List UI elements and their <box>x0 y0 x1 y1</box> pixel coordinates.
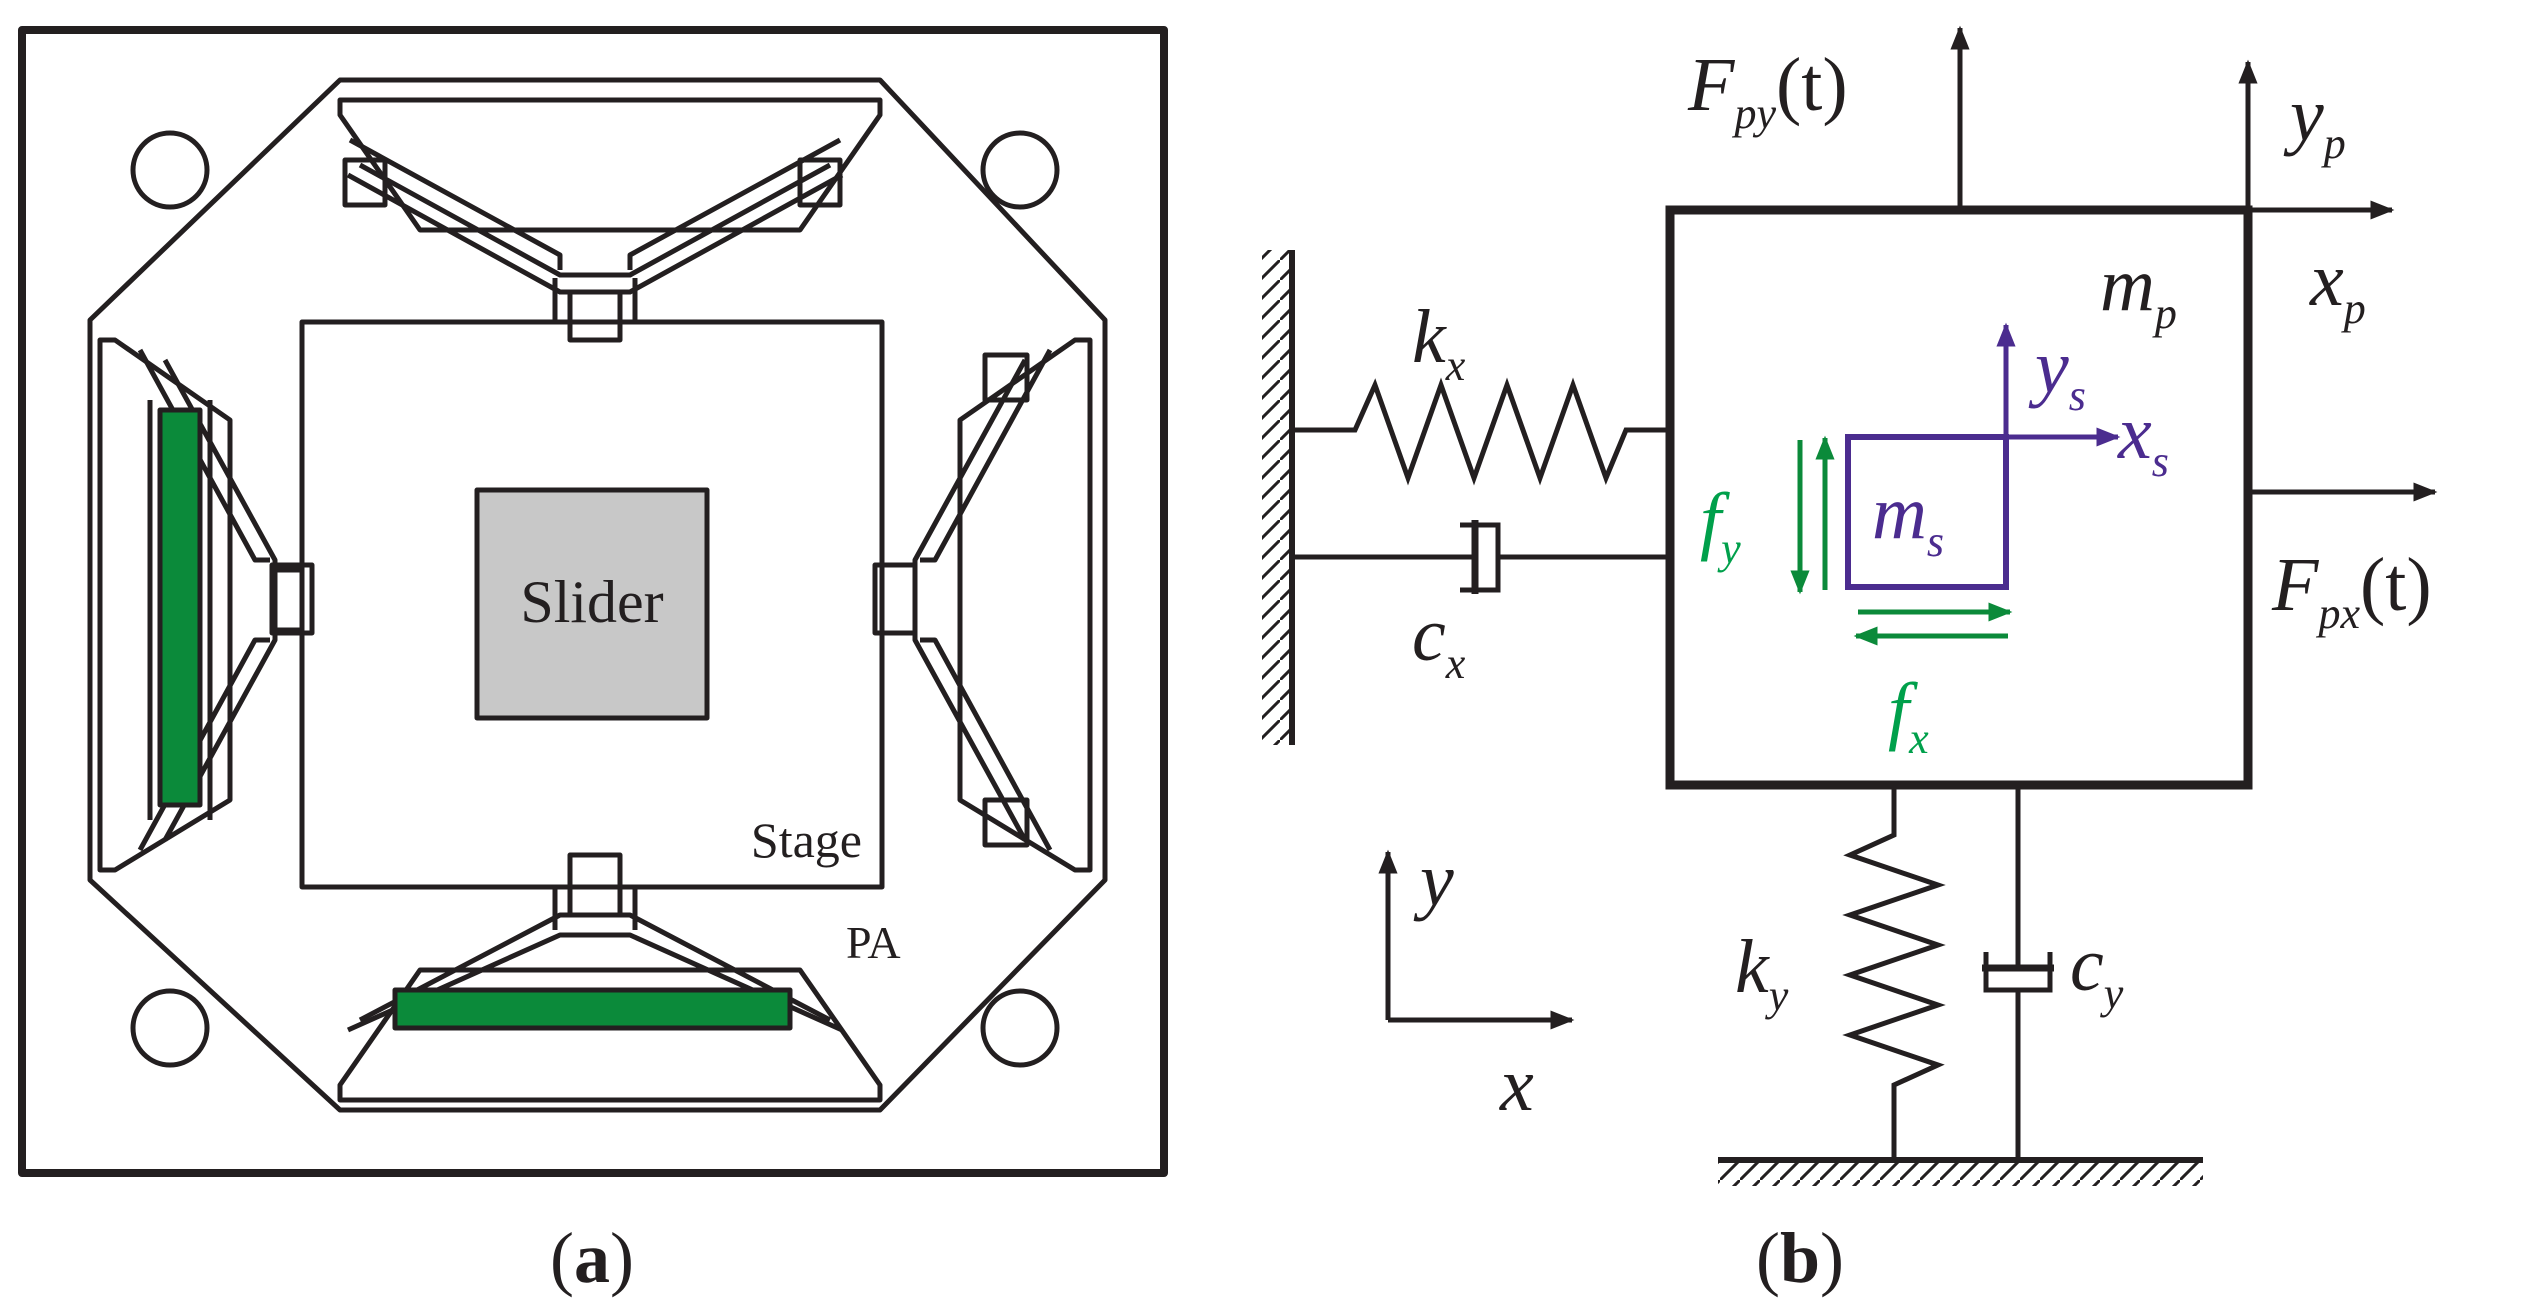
left-displacement-amplifier <box>97 337 315 873</box>
cx-label: cx <box>1412 593 1466 688</box>
mounting-hole <box>130 130 210 210</box>
octagon-body <box>87 77 1108 1113</box>
piezo-actuator-bottom <box>392 987 793 1031</box>
global-y-label: y <box>1413 838 1454 922</box>
stage-label: Stage <box>751 812 862 868</box>
xs-label: xs <box>2117 391 2169 486</box>
ys-label: ys <box>2028 325 2086 420</box>
panel-b-dynamic-model <box>1262 25 2438 1186</box>
fpy-label: Fpy(t) <box>1687 43 1848 138</box>
ms-label: ms <box>1872 471 1944 566</box>
panel-a-stage-design <box>18 26 1168 1177</box>
ky-label: ky <box>1735 925 1789 1020</box>
kx-label: kx <box>1412 295 1466 390</box>
slider <box>474 487 710 721</box>
caption-a: (a) <box>550 1218 634 1298</box>
piezo-actuator-left <box>157 407 203 808</box>
secondary-mass <box>1845 434 2009 590</box>
global-x-label: x <box>1499 1043 1534 1127</box>
mounting-hole <box>130 988 210 1068</box>
pa-label: PA <box>846 917 901 968</box>
yp-label: yp <box>2283 73 2346 168</box>
damper-cy <box>1982 785 2054 1160</box>
slider-label: Slider <box>520 569 663 635</box>
mp-label: mp <box>2100 243 2177 338</box>
right-displacement-amplifier <box>872 337 1093 873</box>
damper-cx <box>1292 520 1670 594</box>
bottom-displacement-amplifier <box>337 852 883 1103</box>
cy-label: cy <box>2070 923 2124 1018</box>
ground-hatch <box>1718 1160 2203 1186</box>
fixed-wall-hatch <box>1262 250 1292 745</box>
outer-frame <box>18 26 1168 1177</box>
xp-label: xp <box>2309 238 2366 333</box>
mounting-hole <box>980 988 1060 1068</box>
spring-ky <box>1842 785 1946 1160</box>
fpx-label: Fpx(t) <box>2271 543 2432 638</box>
top-displacement-amplifier <box>337 97 883 343</box>
fy-label: fy <box>1700 478 1741 573</box>
caption-b: (b) <box>1756 1218 1844 1298</box>
fx-label: fx <box>1888 668 1929 763</box>
stage <box>299 319 885 890</box>
spring-kx <box>1292 377 1670 486</box>
mounting-hole <box>980 130 1060 210</box>
